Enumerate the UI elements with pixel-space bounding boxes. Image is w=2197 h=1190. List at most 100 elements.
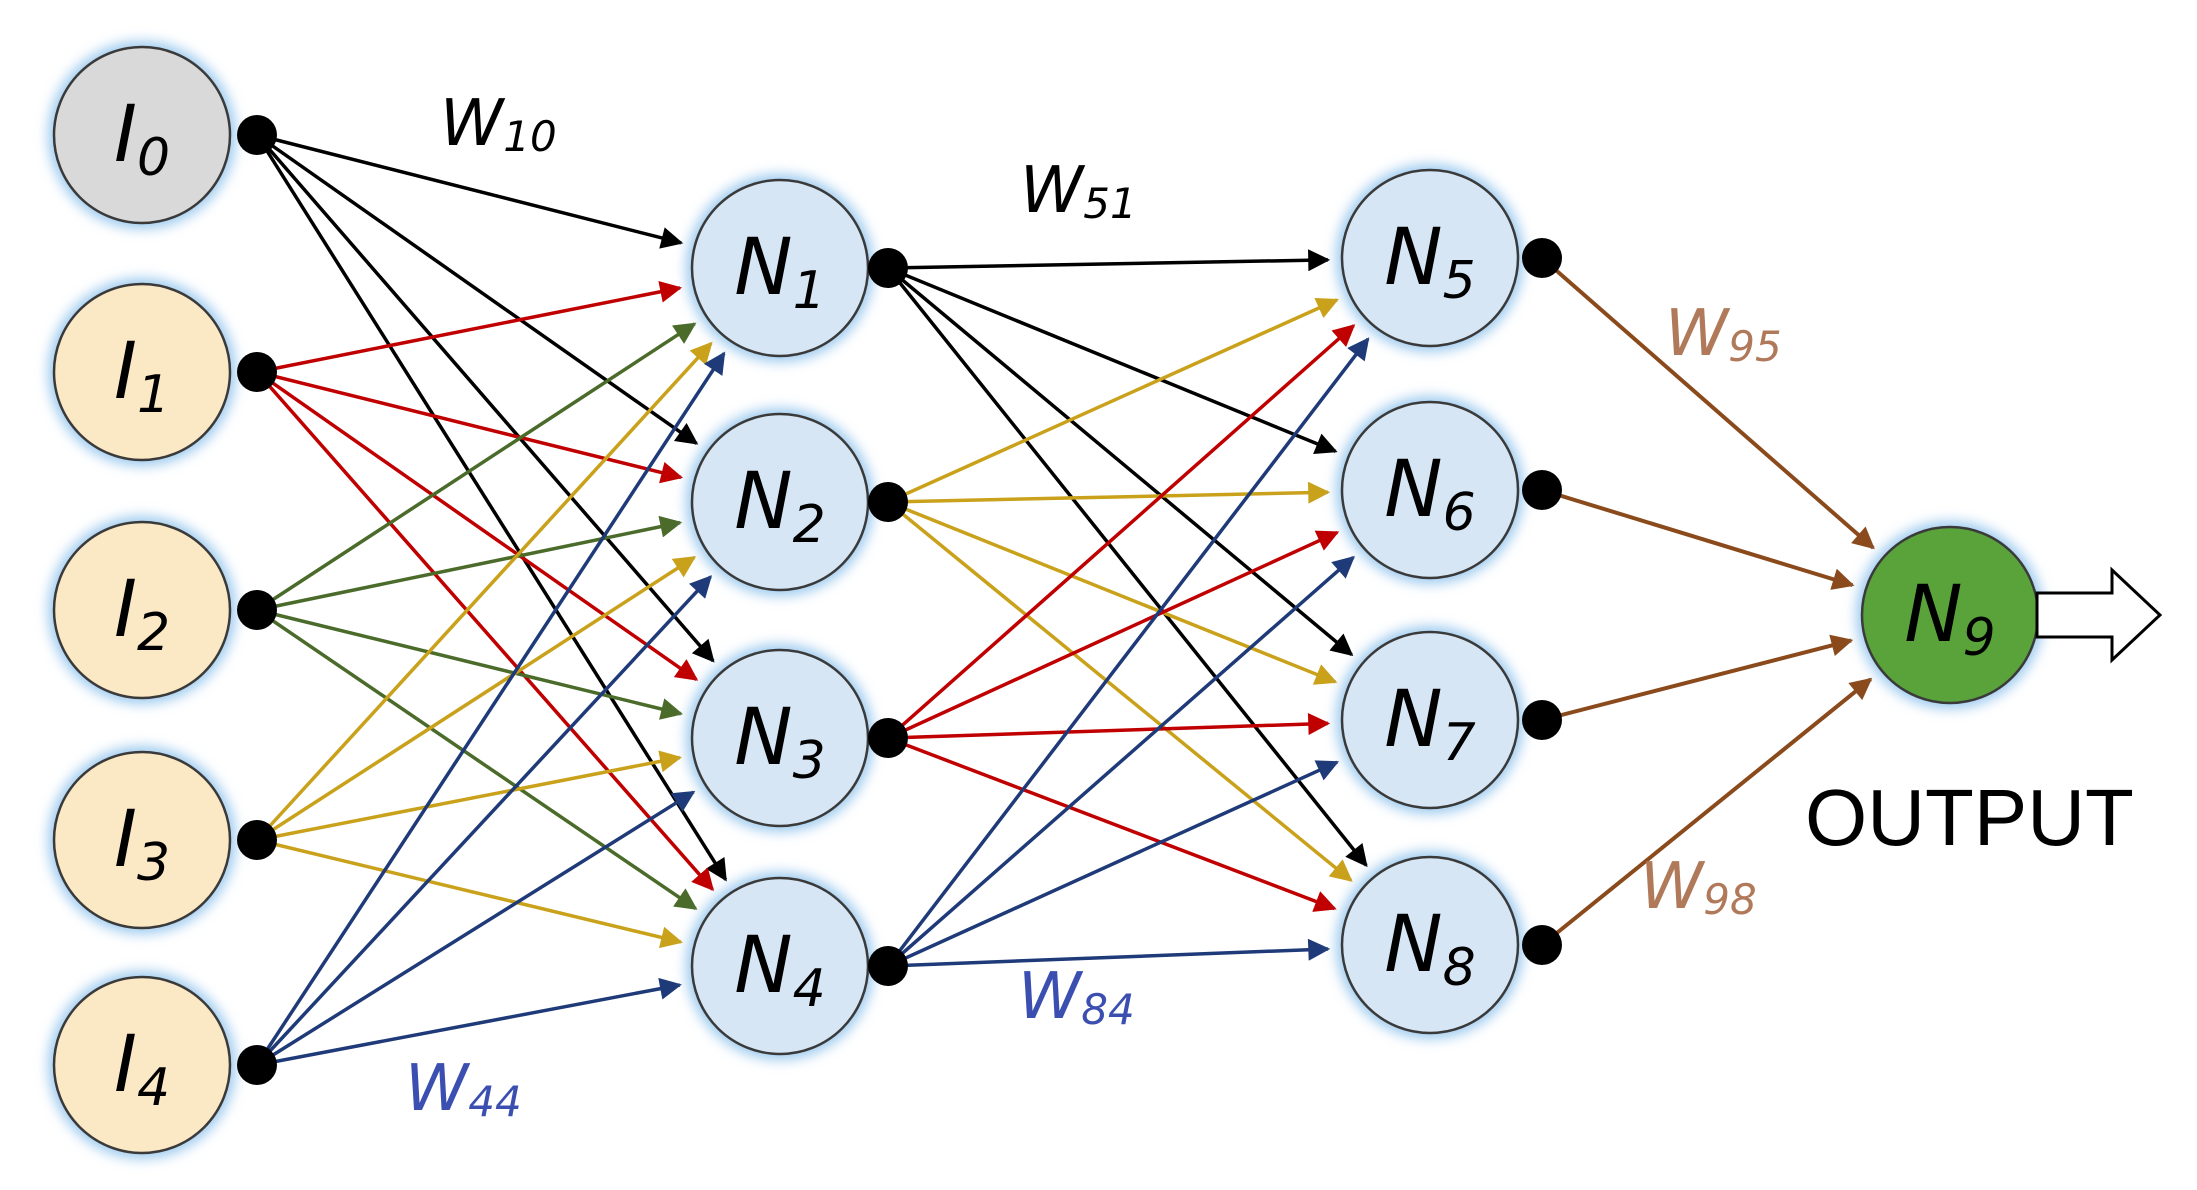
edge-I4-N2 bbox=[255, 575, 713, 1067]
node-I3-letter: I bbox=[114, 795, 137, 885]
node-N4-label: N4 bbox=[734, 921, 825, 1019]
node-I3: I3 bbox=[48, 746, 236, 934]
node-N7-circle bbox=[1340, 630, 1520, 810]
node-I0-letter: I bbox=[114, 90, 137, 180]
edge-N2-N7 bbox=[887, 500, 1338, 685]
edge-I4-N4 bbox=[256, 977, 682, 1067]
edge-N4-N5 bbox=[886, 337, 1370, 968]
node-I3-subscript: 3 bbox=[137, 833, 170, 893]
node-N8-label: N8 bbox=[1384, 900, 1475, 998]
node-I2: I2 bbox=[48, 516, 236, 704]
edge-N1-N5 bbox=[887, 249, 1331, 272]
edge-N3-N8 bbox=[887, 736, 1337, 912]
dot-N3 bbox=[868, 718, 908, 758]
edge-N6-N9 bbox=[1541, 488, 1855, 590]
weight-label-w44-sub: 44 bbox=[468, 1077, 521, 1126]
node-N5-letter: N bbox=[1384, 213, 1442, 303]
dot-N1 bbox=[868, 248, 908, 288]
edge-I2-N3 bbox=[256, 608, 684, 720]
edge-I0-N3 bbox=[255, 133, 715, 663]
node-N7: N7 bbox=[1336, 626, 1524, 814]
node-N8-circle bbox=[1340, 855, 1520, 1035]
node-N2: N2 bbox=[686, 408, 874, 596]
edge-I2-N2 bbox=[256, 515, 683, 612]
weight-label-w51-main: W bbox=[1020, 154, 1086, 228]
node-I0-circle bbox=[52, 45, 232, 225]
node-I2-label: I2 bbox=[114, 565, 170, 663]
weight-label-w98: W98 bbox=[1640, 850, 1757, 924]
weight-label-w10-main: W bbox=[440, 87, 506, 161]
edge-N2-N6 bbox=[887, 481, 1331, 504]
node-N1: N1 bbox=[686, 174, 874, 362]
node-N9-label: N9 bbox=[1904, 570, 1995, 668]
node-N6-label: N6 bbox=[1384, 445, 1475, 543]
edge-N2-N5 bbox=[887, 297, 1339, 504]
node-I4-letter: I bbox=[114, 1020, 137, 1110]
edge-N3-N5 bbox=[886, 324, 1356, 740]
node-N6-subscript: 6 bbox=[1443, 483, 1476, 543]
edge-I3-N3 bbox=[256, 750, 683, 842]
edge-I0-N4 bbox=[255, 134, 728, 882]
node-I3-circle bbox=[52, 750, 232, 930]
weight-label-w51: W51 bbox=[1020, 154, 1137, 228]
weight-label-w95: W95 bbox=[1665, 297, 1782, 371]
node-I2-letter: I bbox=[114, 565, 137, 655]
node-N2-subscript: 2 bbox=[793, 495, 826, 555]
edge-I0-N1 bbox=[256, 133, 684, 249]
dot-I3 bbox=[237, 820, 277, 860]
node-I2-subscript: 2 bbox=[137, 603, 170, 663]
edge-N1-N6 bbox=[887, 266, 1338, 455]
edge-N7-N9 bbox=[1541, 634, 1854, 722]
node-N1-subscript: 1 bbox=[793, 261, 826, 321]
weight-label-w51-sub: 51 bbox=[1083, 179, 1136, 228]
edge-I1-N2 bbox=[256, 370, 684, 484]
output-label: OUTPUT bbox=[1805, 773, 2134, 862]
node-I0: I0 bbox=[48, 41, 236, 229]
dot-N8 bbox=[1522, 925, 1562, 965]
edge-I1-N1 bbox=[256, 280, 683, 374]
node-I0-label: I0 bbox=[114, 90, 170, 188]
node-N1-letter: N bbox=[734, 223, 792, 313]
dot-I2 bbox=[237, 590, 277, 630]
node-N7-subscript: 7 bbox=[1443, 713, 1476, 773]
connection-arrows bbox=[255, 133, 1875, 1067]
node-I4-circle bbox=[52, 975, 232, 1155]
node-I4-label: I4 bbox=[114, 1020, 170, 1118]
node-I1: I1 bbox=[48, 278, 236, 466]
edge-I3-N4 bbox=[256, 838, 683, 949]
edge-N8-N9 bbox=[1540, 677, 1873, 947]
weight-label-w95-main: W bbox=[1665, 297, 1731, 371]
dot-N2 bbox=[868, 482, 908, 522]
edge-I4-N1 bbox=[255, 351, 726, 1066]
node-I3-label: I3 bbox=[114, 795, 170, 893]
node-N9-letter: N bbox=[1904, 570, 1962, 660]
edge-I2-N1 bbox=[256, 322, 697, 612]
output-dots bbox=[237, 115, 1562, 1085]
weight-label-w84-sub: 84 bbox=[1081, 985, 1134, 1034]
node-N4: N4 bbox=[686, 872, 874, 1060]
node-N1-label: N1 bbox=[734, 223, 825, 321]
node-I1-circle bbox=[52, 282, 232, 462]
edge-I0-N2 bbox=[255, 133, 699, 445]
node-I0-subscript: 0 bbox=[137, 128, 170, 188]
weight-label-w10-sub: 10 bbox=[503, 112, 556, 161]
node-N9: N9 bbox=[1856, 521, 2044, 709]
node-N8-subscript: 8 bbox=[1443, 938, 1476, 998]
weight-label-w44-main: W bbox=[405, 1052, 471, 1126]
node-N3-label: N3 bbox=[734, 693, 825, 791]
node-N7-letter: N bbox=[1384, 675, 1442, 765]
weight-label-w84-main: W bbox=[1018, 960, 1084, 1034]
edge-I1-N3 bbox=[255, 370, 699, 681]
node-N5-circle bbox=[1340, 168, 1520, 348]
weight-label-w98-sub: 98 bbox=[1703, 875, 1756, 924]
node-N2-label: N2 bbox=[734, 457, 825, 555]
edge-I3-N1 bbox=[255, 341, 713, 842]
node-I1-subscript: 1 bbox=[137, 365, 170, 425]
edge-N3-N6 bbox=[887, 530, 1340, 740]
node-N7-label: N7 bbox=[1384, 675, 1475, 773]
node-N9-subscript: 9 bbox=[1963, 608, 1996, 668]
node-N4-letter: N bbox=[734, 921, 792, 1011]
edge-I4-N3 bbox=[256, 790, 696, 1067]
